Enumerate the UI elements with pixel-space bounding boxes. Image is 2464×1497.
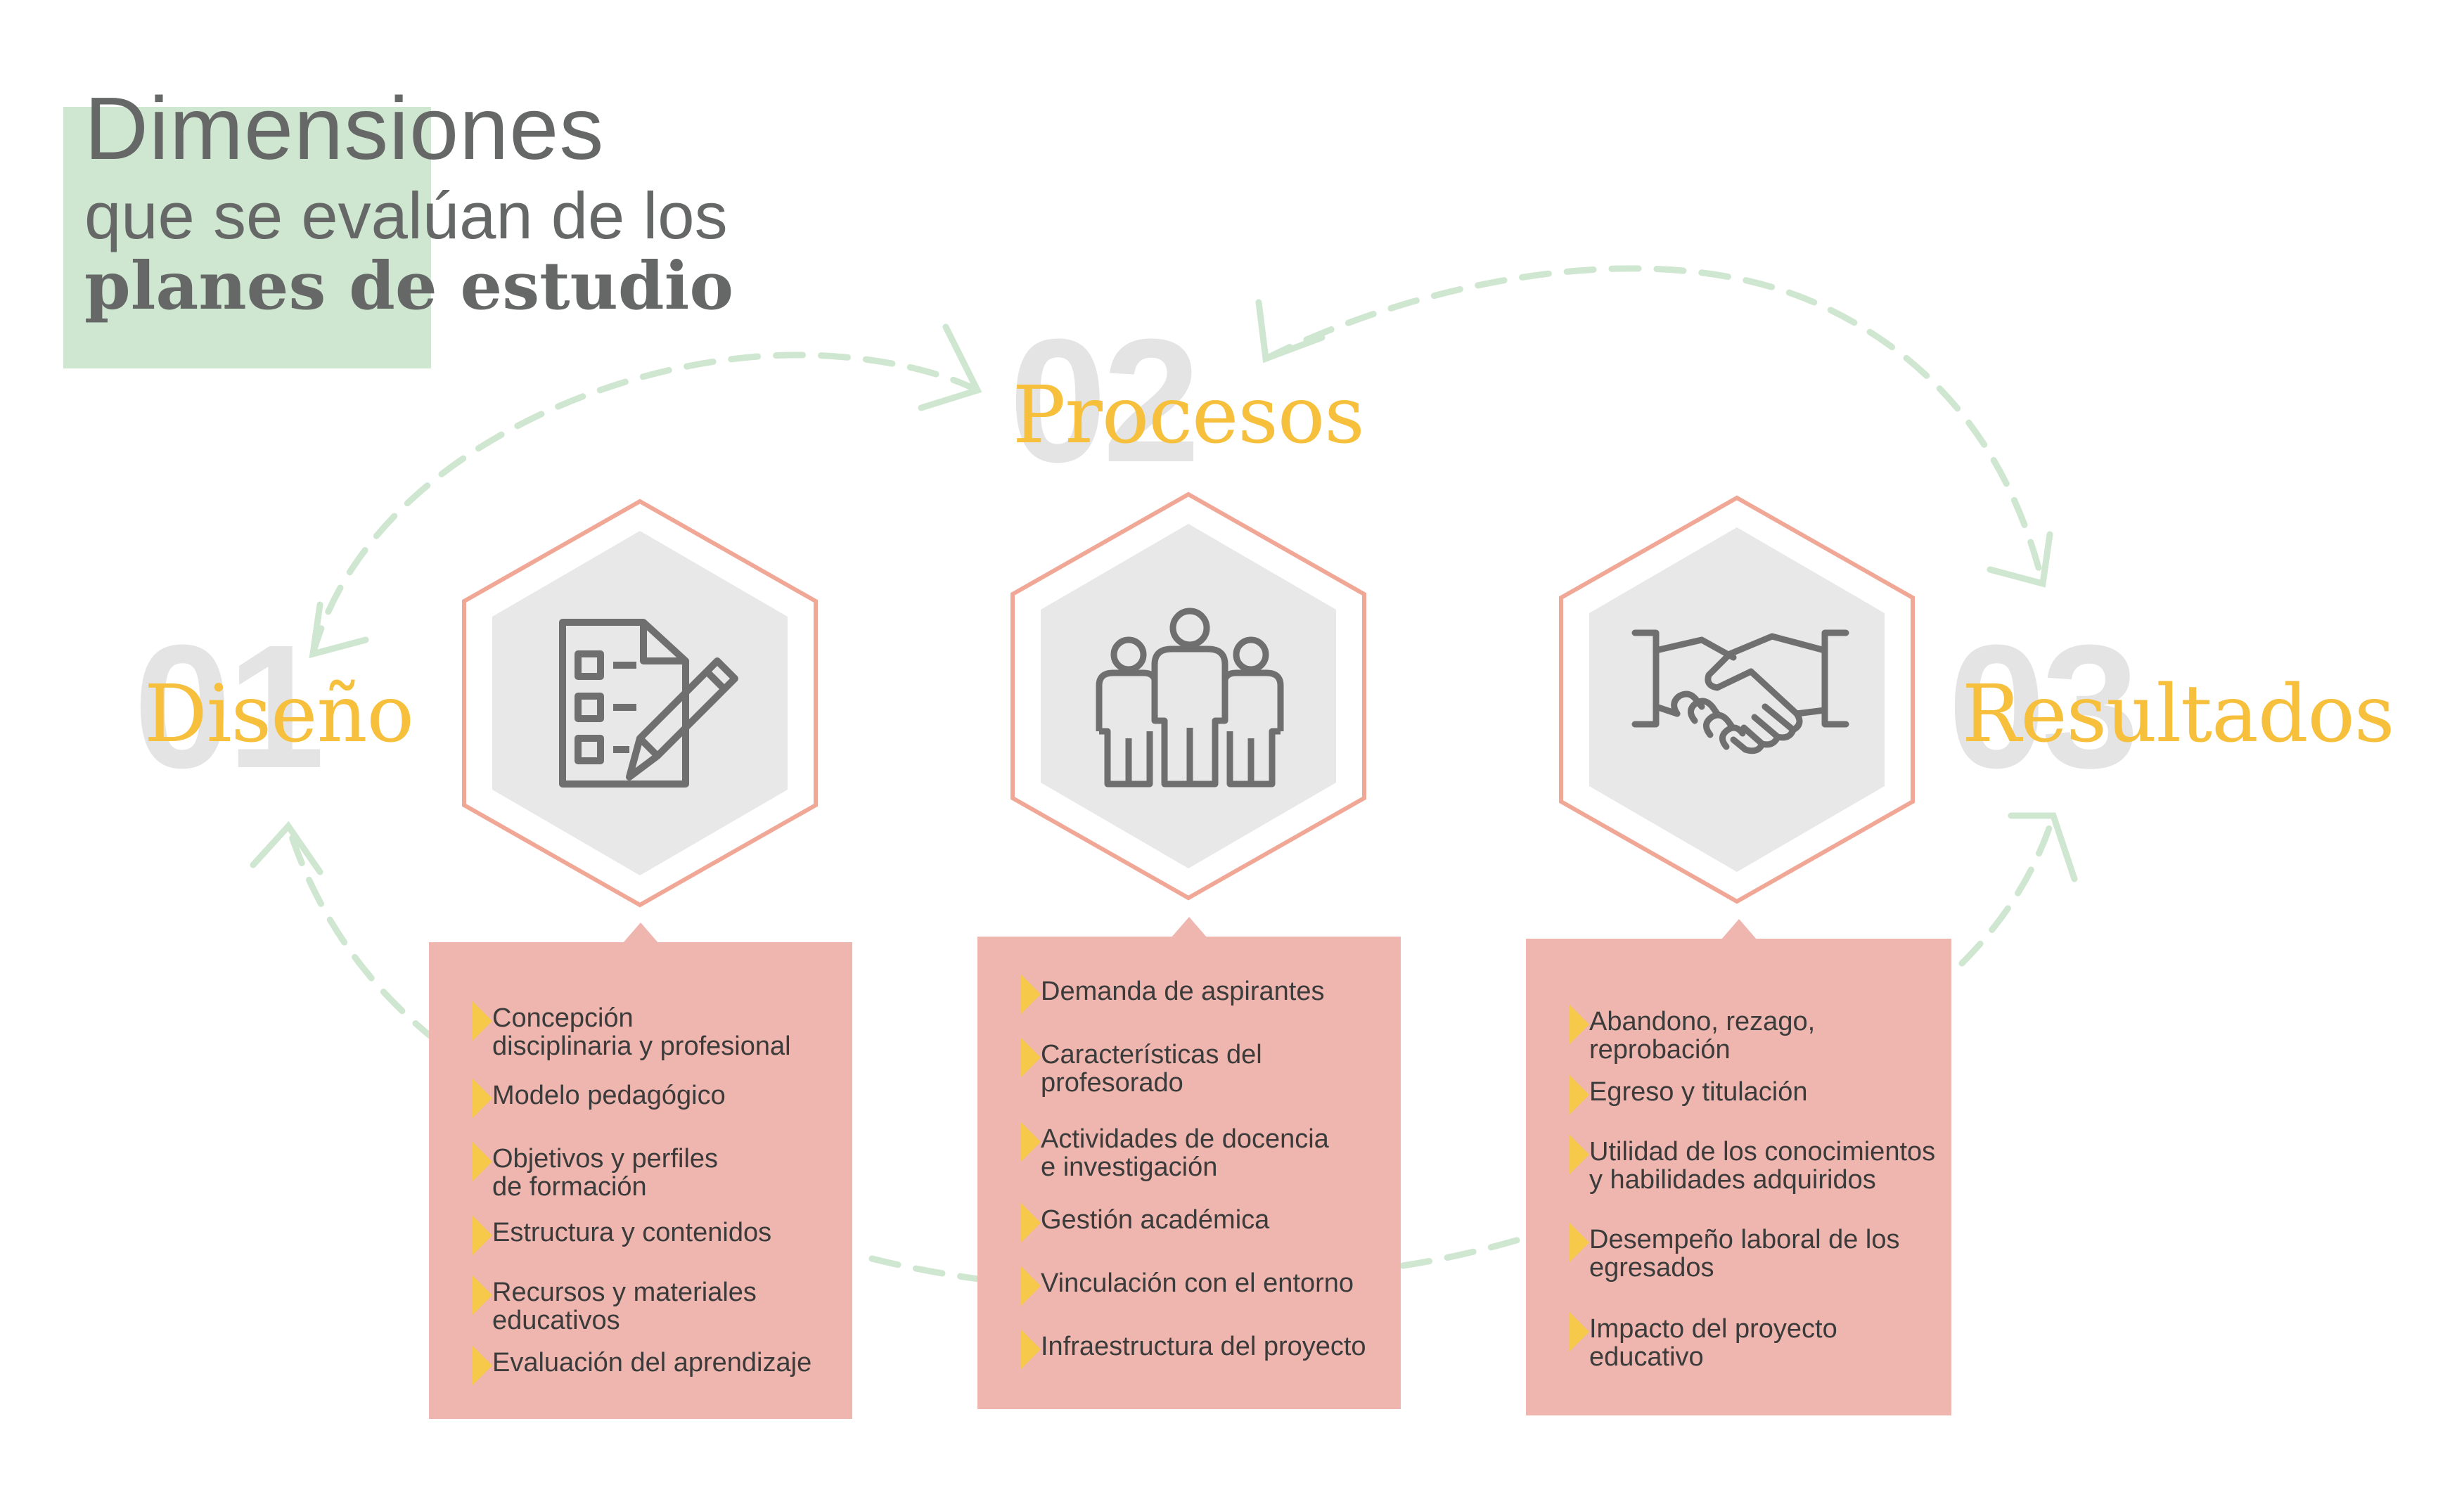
box-resultados: Abandono, rezago, reprobación Egreso y t… [1526, 919, 1951, 1415]
hexagon-resultados [1559, 495, 1915, 904]
list-item: Vinculación con el entorno [1021, 1266, 1354, 1306]
list-item: Utilidad de los conocimientos y habilida… [1570, 1135, 1935, 1194]
arrowhead-bottom-right [2008, 812, 2078, 882]
hexagon-procesos [1010, 491, 1366, 901]
list-item: Objetivos y perfiles de formación [473, 1142, 718, 1201]
arrow-bottom-center-right [1399, 1234, 1529, 1269]
bullet-marker [1021, 1038, 1041, 1077]
arrowhead-procesos-top [1255, 299, 1326, 364]
handshake-icon [1631, 629, 1849, 754]
list-item: Concepción disciplinaria y profesional [473, 1001, 791, 1060]
bullet-marker [1570, 1223, 1589, 1262]
list-item: Impacto del proyecto educativo [1570, 1312, 1837, 1371]
bullet-marker [1570, 1312, 1589, 1351]
arrow-bottom-left [285, 823, 439, 1044]
list-item: Evaluación del aprendizaje [473, 1346, 811, 1385]
bullet-marker [473, 1276, 492, 1315]
list-item: Infraestructura del proyecto [1021, 1330, 1366, 1369]
stage-number-01: 01 [134, 608, 325, 804]
arrow-diseno-to-procesos [309, 352, 981, 657]
list-item: Egreso y titulación [1570, 1075, 1808, 1114]
bullet-marker [1021, 1203, 1041, 1242]
arrowhead-diseno [309, 601, 369, 659]
bullet-marker [473, 1142, 492, 1181]
page-title: Dimensiones que se evalúan de los planes… [84, 79, 734, 325]
title-line-1: Dimensiones [84, 79, 605, 178]
box-diseno: Concepción disciplinaria y profesional M… [429, 923, 852, 1419]
hexagon-diseno [462, 499, 818, 908]
list-item: Modelo pedagógico [473, 1079, 726, 1118]
stage-label-diseno: Diseño [144, 669, 414, 760]
bullet-marker [1570, 1075, 1589, 1114]
bullet-marker [473, 1216, 492, 1255]
title-highlight [63, 107, 431, 368]
bullet-marker [473, 1079, 492, 1118]
bullet-marker [473, 1001, 492, 1041]
arrow-procesos-to-resultados [1262, 265, 2046, 587]
arrow-bottom-center-left [868, 1255, 988, 1283]
checklist-pencil-icon [559, 619, 738, 788]
bullet-marker [473, 1346, 492, 1385]
list-item: Abandono, rezago, reprobación [1570, 1005, 1951, 1064]
stage-number-02: 02 [1009, 302, 1200, 499]
list-item: Desempeño laboral de los egresados [1570, 1223, 1900, 1282]
stage-number-03: 03 [1948, 608, 2139, 804]
arrowhead-bottom-left [250, 821, 323, 875]
box-procesos: Demanda de aspirantes Características de… [977, 917, 1401, 1409]
bullet-marker [1021, 1266, 1041, 1306]
title-line-3: planes de estudio [84, 248, 734, 325]
list-item: Demanda de aspirantes [1021, 975, 1324, 1014]
arrow-bottom-right [1958, 812, 2057, 967]
bullet-marker [1021, 1330, 1041, 1369]
list-item: Características del profesorado [1021, 1038, 1262, 1097]
list-item: Actividades de docencia e investigación [1021, 1122, 1329, 1181]
bullet-marker [1570, 1135, 1589, 1174]
list-item: Estructura y contenidos [473, 1216, 771, 1255]
bullet-marker [1021, 1122, 1041, 1162]
bullet-marker [1021, 975, 1041, 1014]
group-people-icon [1096, 608, 1284, 788]
arrowhead-procesos [918, 323, 982, 411]
list-item: Recursos y materiales educativos [473, 1276, 757, 1335]
arrowhead-resultados [1987, 531, 2053, 588]
stage-label-resultados: Resultados [1962, 669, 2394, 760]
stage-label-procesos: Procesos [1013, 370, 1365, 461]
bullet-marker [1570, 1005, 1589, 1044]
list-item: Gestión académica [1021, 1203, 1269, 1242]
title-line-2: que se evalúan de los [84, 179, 728, 252]
